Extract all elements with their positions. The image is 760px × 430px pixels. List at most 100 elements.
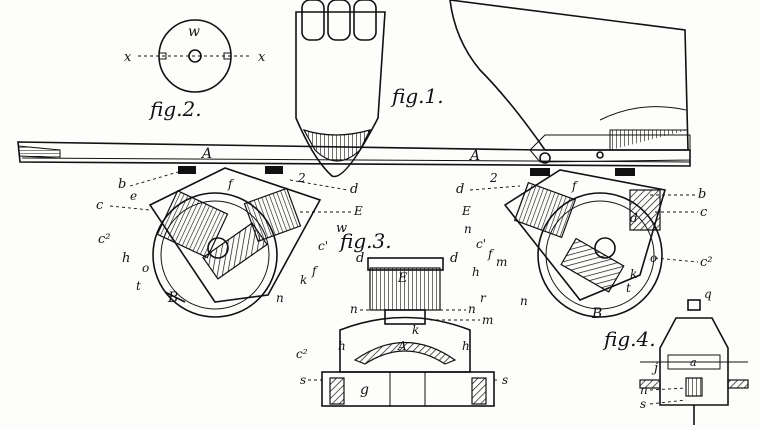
heel-rivet-2 <box>596 151 604 159</box>
fig3-label-A: A <box>397 339 407 353</box>
right-label-k: k <box>630 267 637 281</box>
right-label-n2: n <box>520 294 528 308</box>
right-bracket-2 <box>615 168 635 176</box>
fig4-leader-s <box>649 399 687 405</box>
right-label-n: n <box>464 222 472 236</box>
right-label-d2: d <box>630 211 638 225</box>
fig4-label-n: n <box>640 383 648 397</box>
heel-strap <box>529 134 691 163</box>
right-cylinder-2 <box>629 189 661 231</box>
fig3-base-right-bolt <box>471 377 487 405</box>
right-bracket-1 <box>530 168 550 176</box>
left-label-B: B <box>167 290 178 306</box>
fig2-title: fig.2. <box>148 97 202 121</box>
heel-rivet-1 <box>539 152 551 164</box>
fig3-label-E: E <box>397 271 408 286</box>
left-bracket-1 <box>178 166 196 174</box>
left-label-h: h <box>122 251 130 266</box>
left-label-n: n <box>276 291 284 305</box>
fig3-label-m: m <box>482 313 493 327</box>
fig3-label-h-left: h <box>338 339 346 353</box>
right-label-b: b <box>698 187 706 202</box>
heel-upper <box>449 0 689 151</box>
strap-loop-3 <box>353 0 377 41</box>
left-wheel <box>152 192 278 318</box>
fig3-stem <box>384 309 426 325</box>
fig1-title: fig.1. <box>390 84 444 108</box>
leader-c2-right <box>654 257 699 263</box>
heel-curve <box>599 106 687 121</box>
right-label-c2: c² <box>700 255 713 270</box>
right-label-c: c <box>700 205 708 220</box>
left-axle <box>207 237 229 259</box>
fig3-label-n-left: n <box>350 302 358 316</box>
fig3-label-n-right: n <box>468 302 476 316</box>
fig3-label-k: k <box>412 323 419 337</box>
right-label-f2: f <box>571 179 579 193</box>
fig4-spring <box>685 377 703 397</box>
left-label-cprime: c' <box>318 239 328 253</box>
right-label-cprime: c' <box>476 237 486 251</box>
fig3-label-s-left: s <box>300 373 306 387</box>
fig3-label-c2: c² <box>296 347 308 361</box>
right-axle <box>594 237 616 259</box>
fig1-label-A: A <box>200 146 212 162</box>
right-label-h: h <box>472 265 480 279</box>
left-housing <box>148 167 322 303</box>
left-label-w: w <box>336 221 347 236</box>
fig4-plate-right <box>727 379 749 389</box>
fig1-group: fig.1. A A b e c c² h o t B f 2 d E w c' <box>17 0 713 322</box>
right-label-B: B <box>591 306 602 322</box>
left-label-b: b <box>118 177 126 192</box>
right-label-m: m <box>496 255 507 269</box>
fig3-cylinder <box>369 267 441 311</box>
right-housing <box>503 169 667 301</box>
leader-d-right <box>469 185 521 191</box>
right-label-t: t <box>626 281 631 295</box>
fig3-label-d-left: d <box>356 251 364 266</box>
heel-shading <box>609 129 688 150</box>
toe-clamp <box>295 11 386 178</box>
right-label-2: 2 <box>489 171 498 185</box>
leader-c-left <box>109 205 151 211</box>
fig2-label-top: w <box>188 24 200 40</box>
fig3-title: fig.3. <box>338 229 392 253</box>
left-label-k: k <box>300 273 307 287</box>
left-B-mark <box>164 291 186 303</box>
fig4-leader-n <box>649 387 687 391</box>
strap-loop-2 <box>327 0 351 41</box>
fig4-group: fig.4. q j a n s <box>602 287 749 425</box>
left-label-o: o <box>142 261 149 275</box>
fig3-base <box>321 371 495 407</box>
leader-d-left <box>289 179 349 191</box>
fig4-label-s: s <box>640 397 646 411</box>
fig3-label-g: g <box>360 382 369 398</box>
fig1-label-A-right: A <box>468 148 480 164</box>
fig3-label-d-right: d <box>450 251 458 266</box>
right-label-f: f <box>487 247 495 261</box>
fig4-label-a: a <box>690 356 697 369</box>
left-cylinder-2 <box>243 187 302 243</box>
right-wheel <box>537 192 663 318</box>
fig3-body <box>339 316 471 373</box>
right-wheel-inner <box>545 200 655 310</box>
left-label-d: d <box>350 182 358 197</box>
fig2-notch-left <box>159 52 167 60</box>
right-truck <box>503 168 667 318</box>
fig4-label-j: j <box>651 361 658 376</box>
left-label-c: c <box>96 198 104 213</box>
fig2-label-left: x <box>124 50 132 65</box>
fig4-title: fig.4. <box>602 327 656 351</box>
fig4-label-q: q <box>704 287 712 301</box>
right-label-E: E <box>461 204 471 218</box>
left-bracket-2 <box>265 166 283 174</box>
left-truck <box>148 166 322 318</box>
right-label-o: o <box>650 251 657 265</box>
fig3-base-left-bolt <box>329 377 345 405</box>
fig3-group: fig.3. d E d n n r m k c² h h s s g A <box>296 229 508 407</box>
left-label-t: t <box>136 279 141 293</box>
left-label-E: E <box>353 204 363 218</box>
left-axle-block <box>202 222 268 280</box>
